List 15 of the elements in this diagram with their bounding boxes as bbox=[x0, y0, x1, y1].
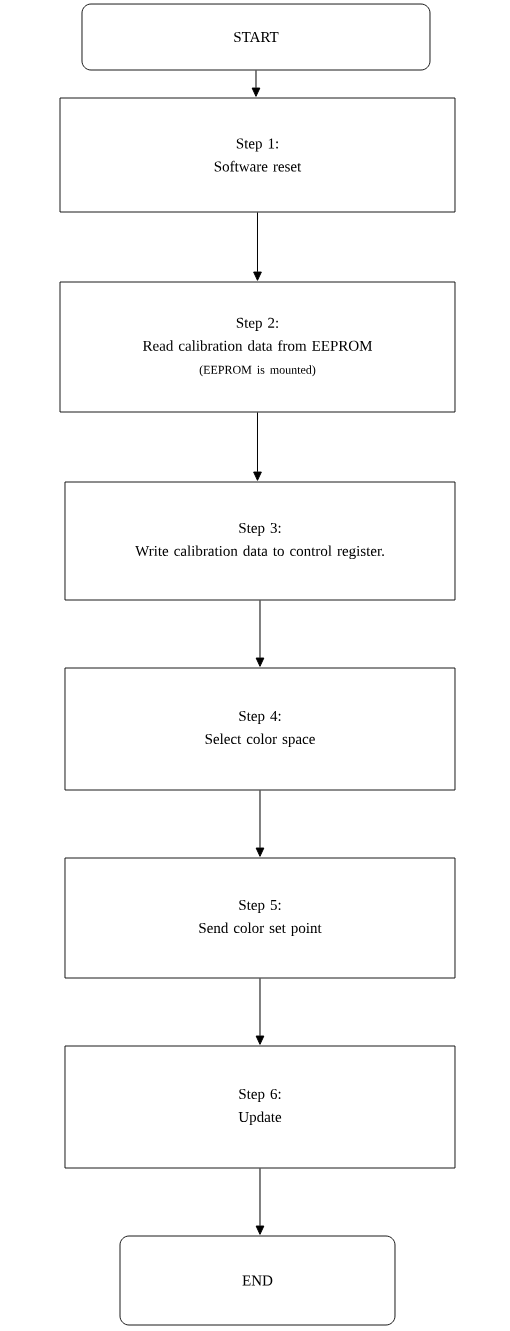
arrow bbox=[253, 211, 262, 281]
arrow bbox=[253, 411, 262, 481]
process-box: Step 5: Send color set point bbox=[64, 857, 456, 979]
process-box: Step 4: Select color space bbox=[64, 667, 456, 791]
process-box: Step 6: Update bbox=[64, 1045, 456, 1169]
terminal-box: END bbox=[119, 1235, 396, 1326]
arrow bbox=[255, 1167, 265, 1235]
terminal-box: START bbox=[81, 3, 431, 71]
process-box: Step 3: Write calibration data to control register. bbox=[64, 481, 456, 601]
arrow bbox=[251, 69, 261, 97]
process-box: Step 1: Software reset bbox=[59, 97, 456, 213]
arrow bbox=[255, 789, 265, 857]
process-box: Step 2: Read calibration data from EEPROM (EEPROM is mounted) bbox=[59, 281, 456, 413]
arrow bbox=[255, 977, 265, 1045]
arrow bbox=[255, 599, 265, 667]
